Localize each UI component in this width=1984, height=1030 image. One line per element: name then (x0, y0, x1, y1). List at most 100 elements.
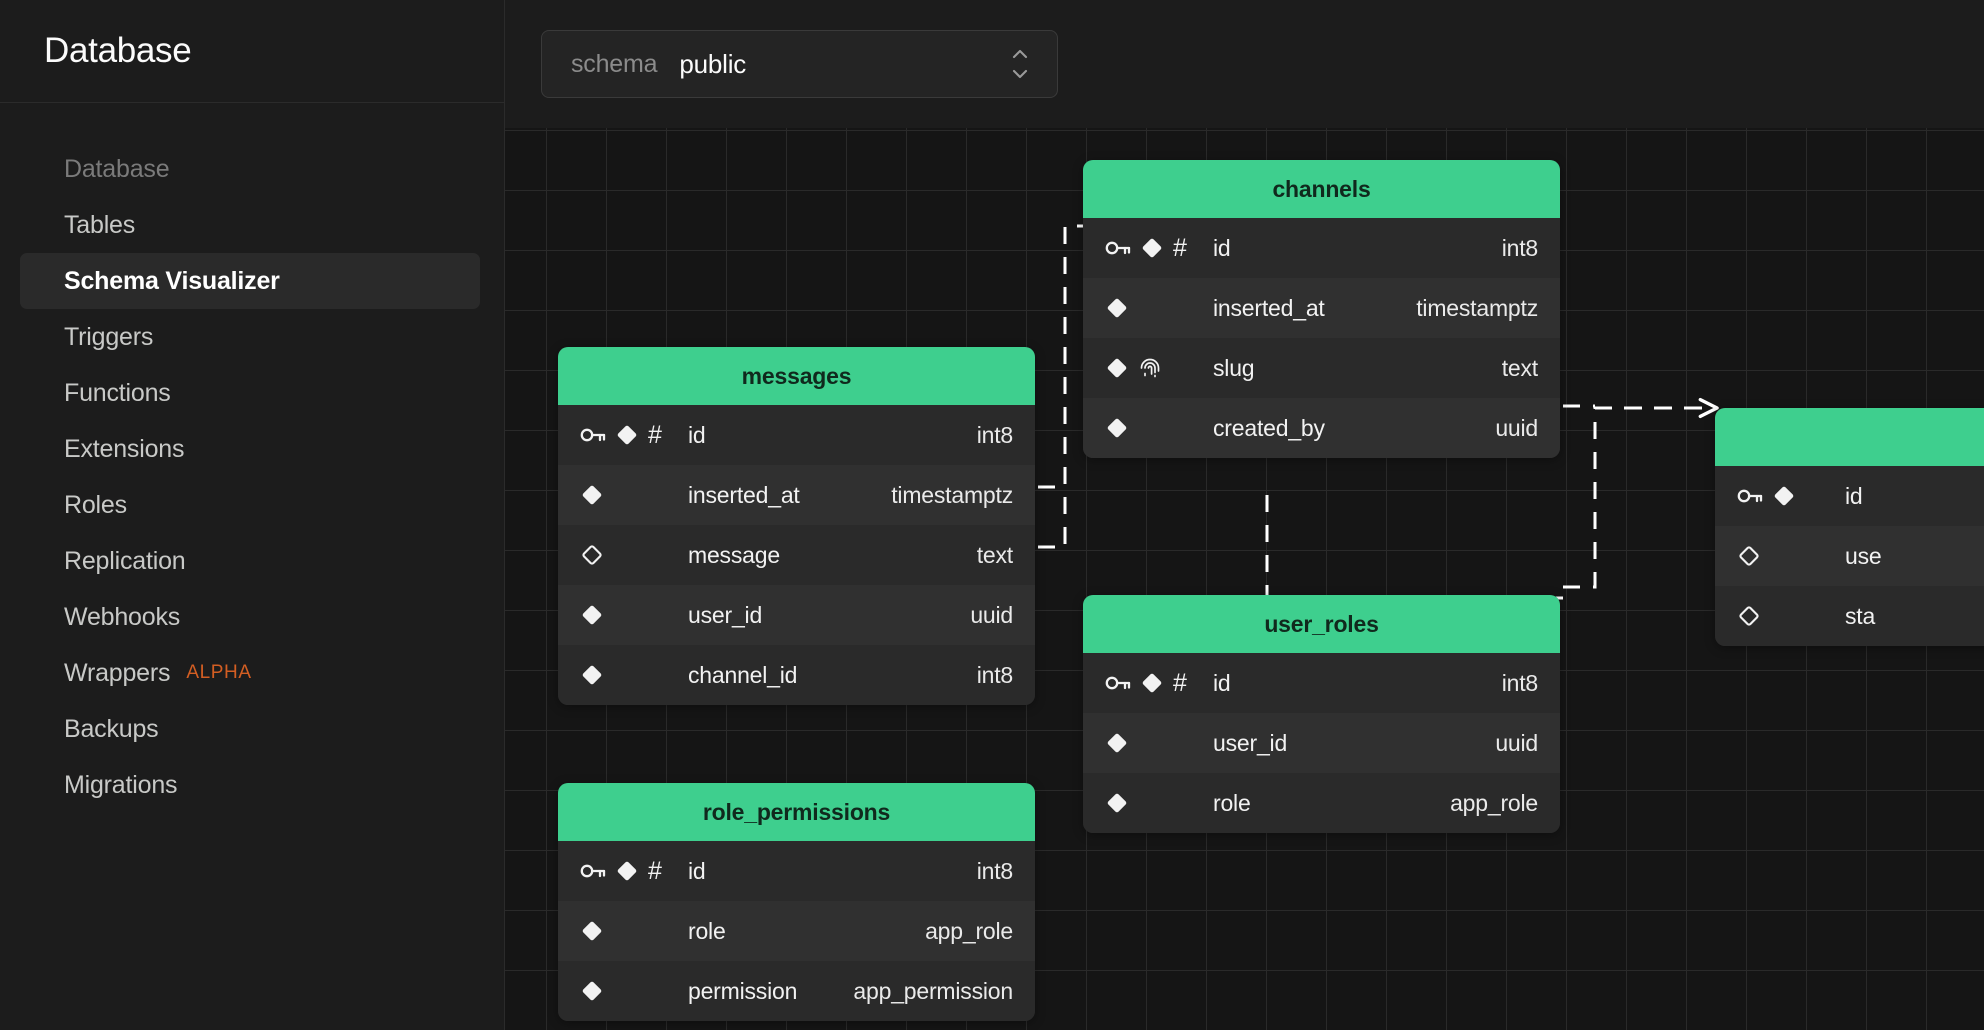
diamond-filled-icon (1772, 484, 1796, 508)
column-type: int8 (1501, 234, 1538, 261)
table-node-header[interactable] (1715, 408, 1984, 466)
column-icons: # (580, 858, 688, 884)
column-icons: # (1105, 670, 1213, 696)
diamond-filled-icon (1105, 296, 1129, 320)
column-name: id (1213, 234, 1231, 261)
table-column-row[interactable]: role app_role (558, 901, 1035, 961)
table-column-row[interactable]: use (1715, 526, 1984, 586)
sidebar-item-migrations[interactable]: Migrations (20, 757, 480, 813)
column-icons: # (580, 420, 688, 449)
column-type: text (976, 541, 1013, 568)
column-name: slug (1213, 354, 1255, 381)
column-icons (580, 919, 688, 943)
table-column-row[interactable]: id (1715, 466, 1984, 526)
column-icons (1737, 544, 1845, 568)
sidebar-item-schema-visualizer[interactable]: Schema Visualizer (20, 253, 480, 309)
page-title: Database (44, 31, 192, 70)
diamond-filled-icon (615, 423, 639, 447)
sidebar-item-label: Triggers (64, 322, 154, 351)
diamond-filled-icon (580, 663, 604, 687)
table-column-row[interactable]: message text (558, 525, 1035, 585)
sidebar-item-backups[interactable]: Backups (20, 701, 480, 757)
column-type: int8 (976, 857, 1013, 884)
key-icon (1105, 238, 1131, 258)
sidebar-item-label: Tables (64, 210, 136, 239)
column-icons (1105, 416, 1213, 440)
column-name: inserted_at (688, 481, 800, 508)
column-type: int8 (976, 421, 1013, 448)
column-name: user_id (1213, 729, 1288, 756)
sidebar-item-label: Extensions (64, 434, 185, 463)
column-name: id (688, 421, 706, 448)
table-column-row[interactable]: #id int8 (1083, 653, 1560, 713)
column-type: int8 (1501, 669, 1538, 696)
column-name: created_by (1213, 414, 1325, 441)
sidebar-item-replication[interactable]: Replication (20, 533, 480, 589)
diamond-filled-icon (1140, 671, 1164, 695)
column-icons (1737, 484, 1845, 508)
diamond-filled-icon (615, 859, 639, 883)
sidebar-item-triggers[interactable]: Triggers (20, 309, 480, 365)
diamond-filled-icon (1105, 356, 1129, 380)
table-column-row[interactable]: # id int8 (558, 405, 1035, 465)
column-icons (1105, 791, 1213, 815)
column-icons (1105, 731, 1213, 755)
table-node-header[interactable]: channels (1083, 160, 1560, 218)
sidebar-item-database[interactable]: Database (20, 141, 480, 197)
table-node-title: role_permissions (702, 798, 891, 825)
sidebar-item-roles[interactable]: Roles (20, 477, 480, 533)
column-icons (1105, 356, 1213, 380)
sidebar-item-label: Roles (64, 490, 127, 519)
diamond-filled-icon (580, 979, 604, 1003)
column-icons (580, 979, 688, 1003)
schema-select-value: public (679, 48, 747, 79)
key-icon (1737, 486, 1763, 506)
fingerprint-icon (1138, 356, 1162, 380)
column-icons (580, 603, 688, 627)
sidebar-item-tables[interactable]: Tables (20, 197, 480, 253)
column-name: role (688, 917, 726, 944)
schema-select[interactable]: schema public (541, 30, 1058, 98)
key-icon (580, 861, 606, 881)
column-type: app_role (1450, 789, 1538, 816)
column-icons: # (1105, 235, 1213, 261)
sidebar-item-functions[interactable]: Functions (20, 365, 480, 421)
sidebar-item-label: Schema Visualizer (64, 266, 280, 295)
column-type: app_role (925, 917, 1013, 944)
sidebar-item-label: Replication (64, 546, 186, 575)
sidebar-item-webhooks[interactable]: Webhooks (20, 589, 480, 645)
table-node-header[interactable]: role_permissions (558, 783, 1035, 841)
sidebar-item-label: Backups (64, 714, 159, 743)
sidebar-item-label: Database (64, 154, 170, 183)
column-name: id (1213, 669, 1231, 696)
table-node-header[interactable]: messages (558, 347, 1035, 405)
table-column-row[interactable]: #id int8 (1083, 218, 1560, 278)
diamond-filled-icon (1105, 791, 1129, 815)
diamond-filled-icon (1140, 236, 1164, 260)
table-column-row[interactable]: sta (1715, 586, 1984, 646)
hash-icon: # (648, 420, 662, 449)
column-name: use (1845, 542, 1882, 569)
column-name: permission (688, 977, 798, 1004)
table-node-users[interactable]: id use sta (1715, 408, 1984, 646)
column-name: message (688, 541, 780, 568)
sidebar-item-extensions[interactable]: Extensions (20, 421, 480, 477)
table-node-header[interactable]: user_roles (1083, 595, 1560, 653)
